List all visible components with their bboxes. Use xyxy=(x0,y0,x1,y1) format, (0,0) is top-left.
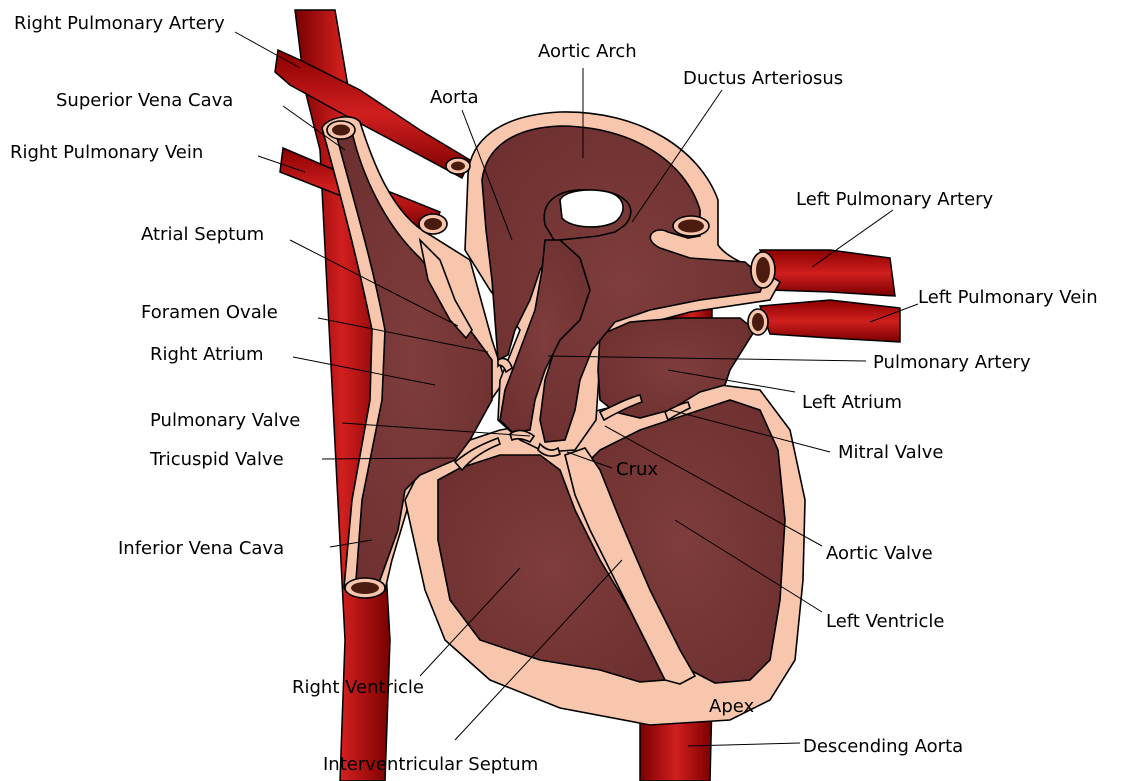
lpa-lumen xyxy=(756,257,770,283)
label-left-pulmonary-vein: Left Pulmonary Vein xyxy=(918,287,1098,308)
label-right-ventricle: Right Ventricle xyxy=(292,677,424,698)
ductus-lumen xyxy=(678,220,704,233)
label-tricuspid-valve: Tricuspid Valve xyxy=(149,449,284,470)
label-aortic-arch: Aortic Arch xyxy=(538,41,637,62)
label-ductus-arteriosus: Ductus Arteriosus xyxy=(683,68,843,89)
lpv-lumen xyxy=(752,313,764,331)
label-inferior-vena-cava: Inferior Vena Cava xyxy=(118,538,284,559)
label-superior-vena-cava: Superior Vena Cava xyxy=(56,90,233,111)
label-right-atrium: Right Atrium xyxy=(150,344,264,365)
leader-right-pulmonary-artery xyxy=(235,32,300,68)
label-aortic-valve: Aortic Valve xyxy=(826,543,933,564)
left-pulmonary-vein-vessel xyxy=(760,300,900,342)
rpa-lumen xyxy=(451,162,465,171)
label-aorta: Aorta xyxy=(430,87,479,108)
label-atrial-septum: Atrial Septum xyxy=(141,224,264,245)
label-interventricular-septum: Interventricular Septum xyxy=(323,754,538,775)
label-mitral-valve: Mitral Valve xyxy=(838,442,943,463)
label-left-pulmonary-artery: Left Pulmonary Artery xyxy=(796,189,994,210)
left-pulmonary-artery-vessel xyxy=(760,250,895,296)
label-descending-aorta: Descending Aorta xyxy=(803,736,963,757)
label-apex: Apex xyxy=(709,696,754,717)
ivc-lumen xyxy=(351,582,379,594)
label-pulmonary-artery: Pulmonary Artery xyxy=(873,352,1031,373)
label-pulmonary-valve: Pulmonary Valve xyxy=(150,410,300,431)
label-left-ventricle: Left Ventricle xyxy=(826,611,944,632)
rpv-lumen xyxy=(424,218,442,230)
label-foramen-ovale: Foramen Ovale xyxy=(141,302,278,323)
label-left-atrium: Left Atrium xyxy=(802,392,902,413)
label-crux: Crux xyxy=(616,459,658,480)
svc-lumen xyxy=(332,125,350,136)
label-right-pulmonary-vein: Right Pulmonary Vein xyxy=(10,142,203,163)
arch-inner-loop xyxy=(560,190,623,227)
label-right-pulmonary-artery: Right Pulmonary Artery xyxy=(14,13,225,34)
